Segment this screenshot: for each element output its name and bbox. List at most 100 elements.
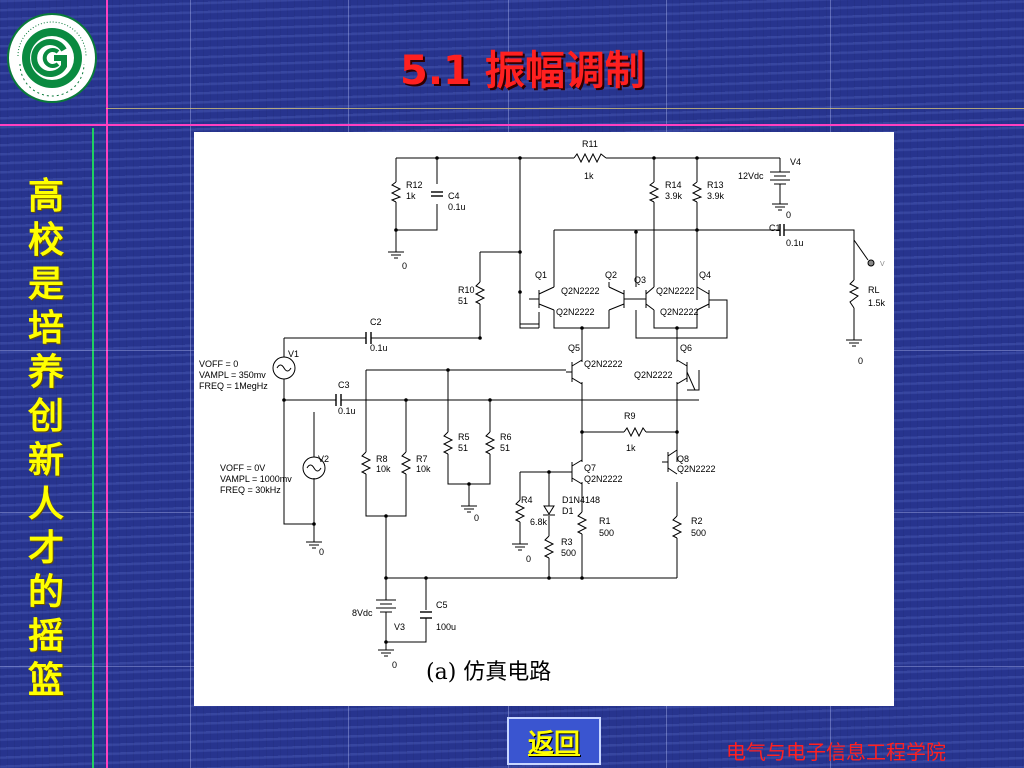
capacitor-c4-icon (431, 191, 443, 197)
back-button-label: 返回 (527, 728, 580, 759)
label-v4-value: 12Vdc (738, 171, 764, 181)
resistor-r10-icon (474, 281, 486, 305)
ground-r5-icon (461, 505, 477, 513)
ground-r4-icon (512, 543, 528, 551)
voltage-probe-icon (853, 239, 875, 267)
label-v1-freq: FREQ = 1MegHz (199, 381, 268, 391)
label-q2: Q2 (605, 270, 617, 280)
transistor-q6-icon (676, 359, 696, 391)
label-v2: V2 (318, 454, 329, 464)
label-r13-value: 3.9k (707, 191, 725, 201)
label-q3: Q3 (634, 275, 646, 285)
label-d1-part: D1N4148 (562, 495, 600, 505)
label-q4: Q4 (699, 270, 711, 280)
label-r11-value: 1k (584, 171, 594, 181)
label-r9: R9 (624, 411, 636, 421)
grounds (306, 203, 862, 657)
label-v1: V1 (288, 349, 299, 359)
label-v2-vampl: VAMPL = 1000mv (220, 474, 292, 484)
label-r12: R12 (406, 180, 423, 190)
capacitor-c5-icon (420, 611, 432, 619)
label-gnd-v3: 0 (392, 660, 397, 670)
transistor-q2-icon (608, 282, 636, 311)
label-q7-part: Q2N2222 (584, 474, 623, 484)
label-r6-value: 51 (500, 443, 510, 453)
label-q4-part: Q2N2222 (660, 307, 699, 317)
resistor-r1-icon (576, 511, 588, 535)
resistor-rl-icon (848, 279, 860, 309)
label-v2-voff: VOFF = 0V (220, 463, 265, 473)
resistor-r9-icon (623, 426, 647, 438)
label-c2: C2 (370, 317, 382, 327)
label-q2-part: Q2N2222 (556, 307, 595, 317)
ground-v3-icon (378, 649, 394, 657)
label-r2: R2 (691, 516, 703, 526)
label-r2-value: 500 (691, 528, 706, 538)
label-gnd-top: 0 (402, 261, 407, 271)
capacitor-c3-icon (334, 394, 344, 406)
resistors (360, 152, 860, 559)
label-r3: R3 (561, 537, 573, 547)
label-c2-value: 0.1u (370, 343, 388, 353)
pink-vertical-line-left (106, 0, 108, 768)
label-r6: R6 (500, 432, 512, 442)
school-name: 电气与电子信息工程学院 (726, 740, 946, 764)
label-q5: Q5 (568, 343, 580, 353)
dc-source-v4-icon (770, 171, 790, 188)
label-gnd-r5: 0 (474, 513, 479, 523)
ground-rl-icon (846, 339, 862, 347)
resistor-r6-icon (484, 431, 496, 455)
label-r12-value: 1k (406, 191, 416, 201)
transistor-q7-icon (564, 459, 583, 485)
label-rl-value: 1.5k (868, 298, 886, 308)
label-r5: R5 (458, 432, 470, 442)
ground-v2-icon (306, 541, 322, 549)
label-r9-value: 1k (626, 443, 636, 453)
transistor-q3-icon (636, 286, 655, 311)
capacitor-c1-icon (772, 224, 792, 236)
pink-horizontal-line-top (0, 124, 1024, 126)
transistor-q8-icon (662, 449, 678, 475)
labels: R11 1k V4 12Vdc 0 R12 1k C4 0.1u R14 3.9… (199, 139, 886, 670)
label-v3: V3 (394, 622, 405, 632)
label-gnd-v2: 0 (319, 547, 324, 557)
diode-d1-icon (543, 505, 555, 516)
resistor-r5-icon (442, 431, 454, 455)
yellow-horizontal-line (106, 108, 1024, 109)
label-r14: R14 (665, 180, 682, 190)
capacitors (334, 191, 792, 619)
label-c4-value: 0.1u (448, 202, 466, 212)
label-q7: Q7 (584, 463, 596, 473)
resistor-r7-icon (400, 451, 412, 475)
label-r13: R13 (707, 180, 724, 190)
ac-source-v2-icon (302, 454, 326, 482)
label-r7: R7 (416, 454, 428, 464)
label-v2-freq: FREQ = 30kHz (220, 485, 281, 495)
capacitor-c2-icon (364, 332, 374, 344)
label-v3-value: 8Vdc (352, 608, 373, 618)
label-c5-value: 100u (436, 622, 456, 632)
resistor-r13-icon (691, 181, 703, 203)
transistors (529, 282, 710, 485)
label-c1: C1 (769, 223, 781, 233)
schematic-panel: R11 1k V4 12Vdc 0 R12 1k C4 0.1u R14 3.9… (194, 132, 894, 706)
label-r10-value: 51 (458, 296, 468, 306)
resistor-r14-icon (648, 181, 660, 203)
label-c1-value: 0.1u (786, 238, 804, 248)
label-r5-value: 51 (458, 443, 468, 453)
figure-caption: (a) 仿真电路 (426, 660, 552, 685)
label-c4: C4 (448, 191, 460, 201)
label-q5-part: Q2N2222 (584, 359, 623, 369)
label-v1-vampl: VAMPL = 350mv (199, 370, 266, 380)
label-r1: R1 (599, 516, 611, 526)
transistor-q4-icon (696, 286, 710, 311)
resistor-r12-icon (390, 181, 402, 203)
label-r4: R4 (521, 495, 533, 505)
resistor-r2-icon (671, 515, 683, 539)
label-gnd-v4: 0 (786, 210, 791, 220)
back-button[interactable]: 返回 (507, 717, 601, 765)
resistor-r11-icon (573, 152, 607, 164)
circuit-schematic: R11 1k V4 12Vdc 0 R12 1k C4 0.1u R14 3.9… (199, 139, 886, 670)
junction-dots (282, 156, 699, 644)
label-r11: R11 (582, 139, 598, 149)
